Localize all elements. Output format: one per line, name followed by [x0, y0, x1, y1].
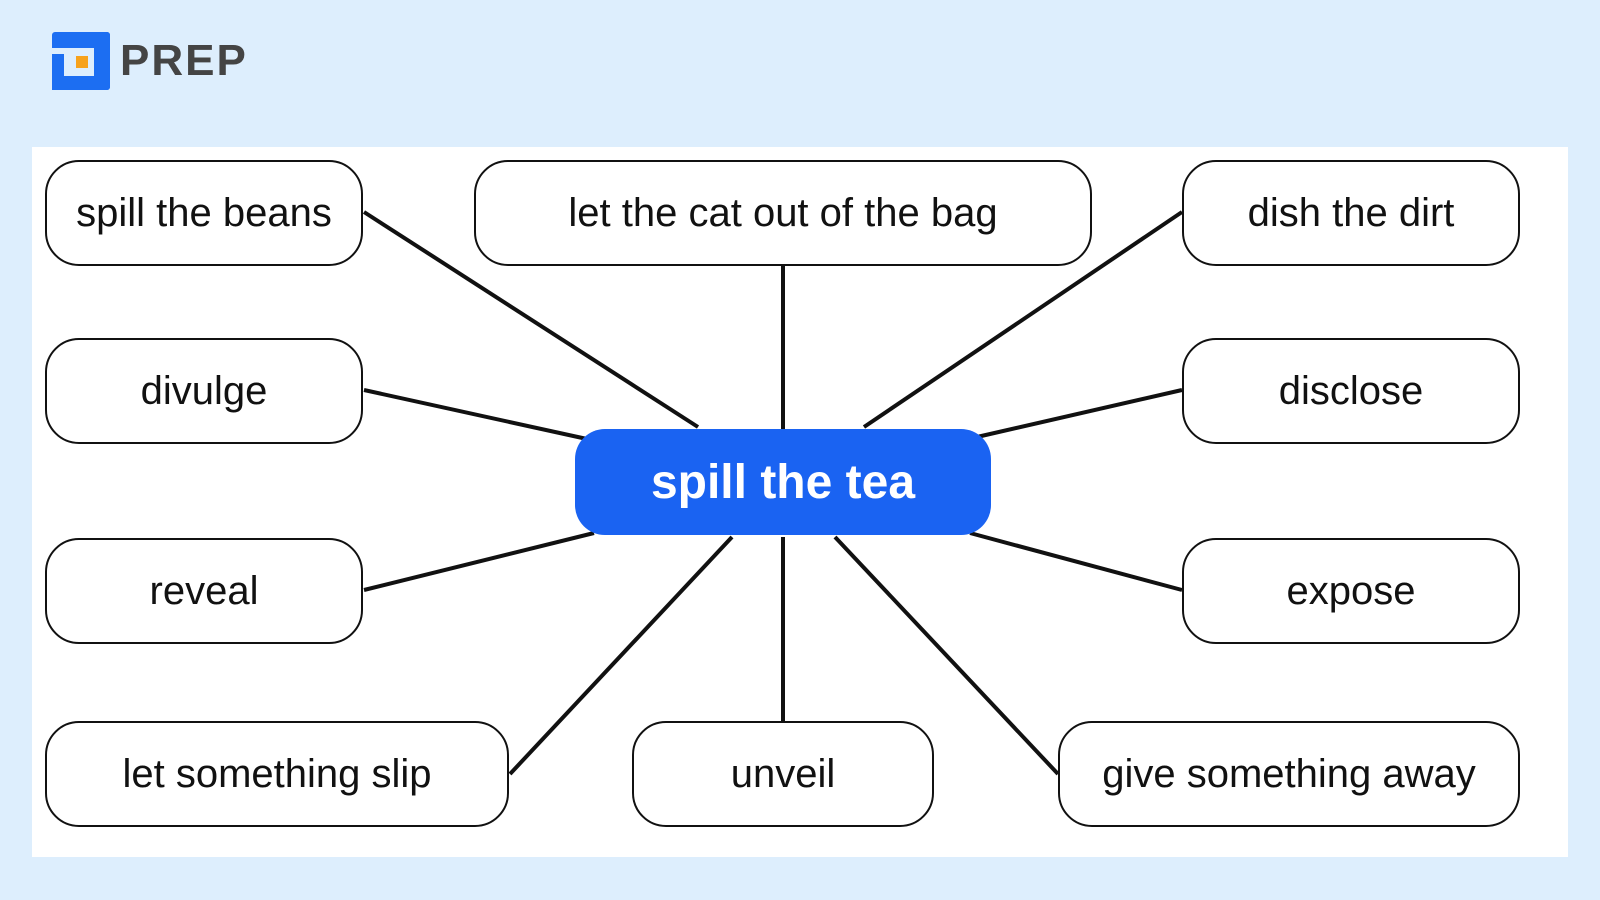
node-let-something-slip: let something slip [45, 721, 509, 827]
node-expose: expose [1182, 538, 1520, 644]
node-dish-the-dirt: dish the dirt [1182, 160, 1520, 266]
connector-lines [362, 210, 1184, 776]
node-unveil: unveil [632, 721, 934, 827]
node-reveal: reveal [45, 538, 363, 644]
logo-text: PREP [120, 36, 248, 85]
node-give-something-away: give something away [1058, 721, 1520, 827]
node-disclose: disclose [1182, 338, 1520, 444]
prep-logo: PREP [52, 32, 248, 90]
mind-map: spill the tea spill the beans let the ca… [32, 147, 1568, 857]
node-divulge: divulge [45, 338, 363, 444]
node-spill-the-beans: spill the beans [45, 160, 363, 266]
node-let-the-cat-out-of-the-bag: let the cat out of the bag [474, 160, 1092, 266]
center-node: spill the tea [575, 429, 991, 535]
prep-logo-icon [52, 32, 110, 90]
